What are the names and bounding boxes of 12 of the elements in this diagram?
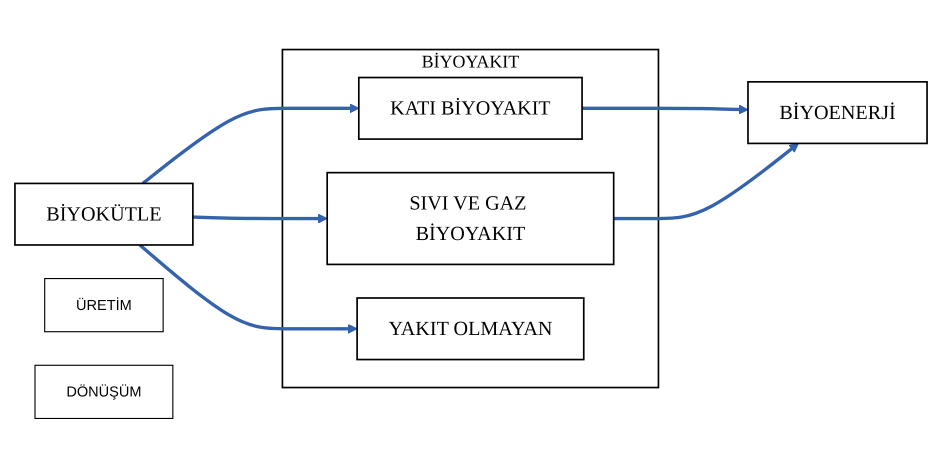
node-box: SIVI VE GAZ BİYOYAKIT — [326, 172, 615, 266]
arrow — [142, 103, 360, 185]
arrow — [138, 244, 358, 334]
node-box: BİYOENERJİ — [747, 81, 928, 144]
node-box: KATI BİYOYAKIT — [358, 76, 583, 140]
node-box: ÜRETİM — [44, 278, 164, 332]
arrow — [582, 104, 748, 114]
arrow — [192, 214, 328, 224]
node-box: DÖNÜŞÜM — [34, 364, 174, 419]
arrow — [614, 142, 799, 220]
node-box: YAKIT OLMAYAN — [356, 297, 585, 360]
node-box: BİYOKÜTLE — [14, 182, 194, 246]
